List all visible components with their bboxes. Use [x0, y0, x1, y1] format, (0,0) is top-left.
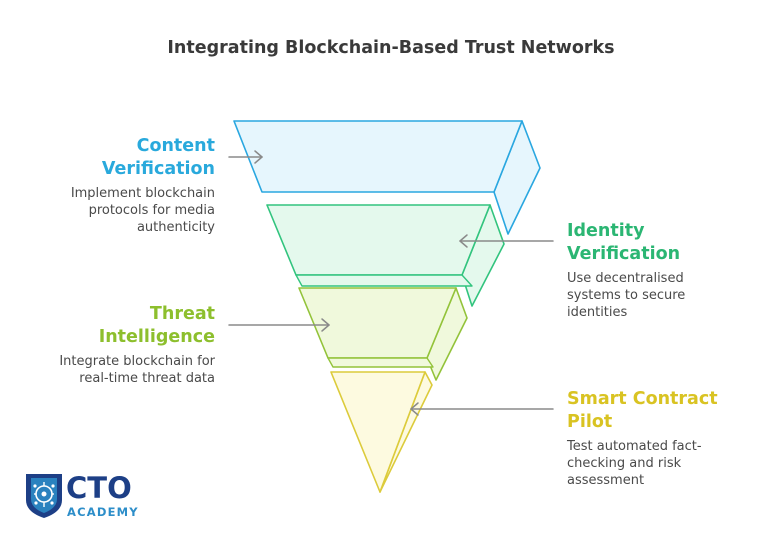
stage-description-content-verification: Implement blockchain protocols for media… [70, 186, 215, 235]
stage-heading-smart-contract-pilot: Smart Contract Pilot [567, 389, 718, 432]
layer-2-bottom [295, 274, 473, 287]
stage-description-identity-verification: Use decentralised systems to secure iden… [567, 271, 686, 320]
layer-1-front [233, 120, 523, 193]
arrow-threat-intelligence [228, 318, 330, 332]
logo-wordmark: CTO [66, 471, 132, 505]
logo-subtitle: ACADEMY [67, 505, 139, 519]
funnel-layer-identity-verification [266, 204, 505, 307]
stage-heading-threat-intelligence: Threat Intelligence [98, 304, 215, 347]
funnel-layer-smart-contract-pilot [330, 371, 433, 493]
cto-academy-logo-icon [26, 474, 62, 518]
arrow-content-verification [228, 150, 263, 164]
layer-3-bottom [327, 357, 434, 368]
layer-4-front [330, 371, 426, 493]
stage-description-threat-intelligence: Integrate blockchain for real-time threa… [59, 354, 215, 386]
funnel-layer-threat-intelligence [298, 287, 468, 381]
stage-heading-content-verification: Content Verification [101, 136, 215, 179]
diagram-title: Integrating Blockchain-Based Trust Netwo… [167, 38, 615, 58]
arrow-identity-verification [459, 234, 554, 248]
stage-heading-identity-verification: Identity Verification [567, 221, 681, 264]
stage-description-smart-contract-pilot: Test automated fact- checking and risk a… [567, 439, 702, 488]
arrow-smart-contract-pilot [410, 402, 554, 416]
layer-2-front [266, 204, 491, 276]
funnel-layer-content-verification [233, 120, 541, 235]
